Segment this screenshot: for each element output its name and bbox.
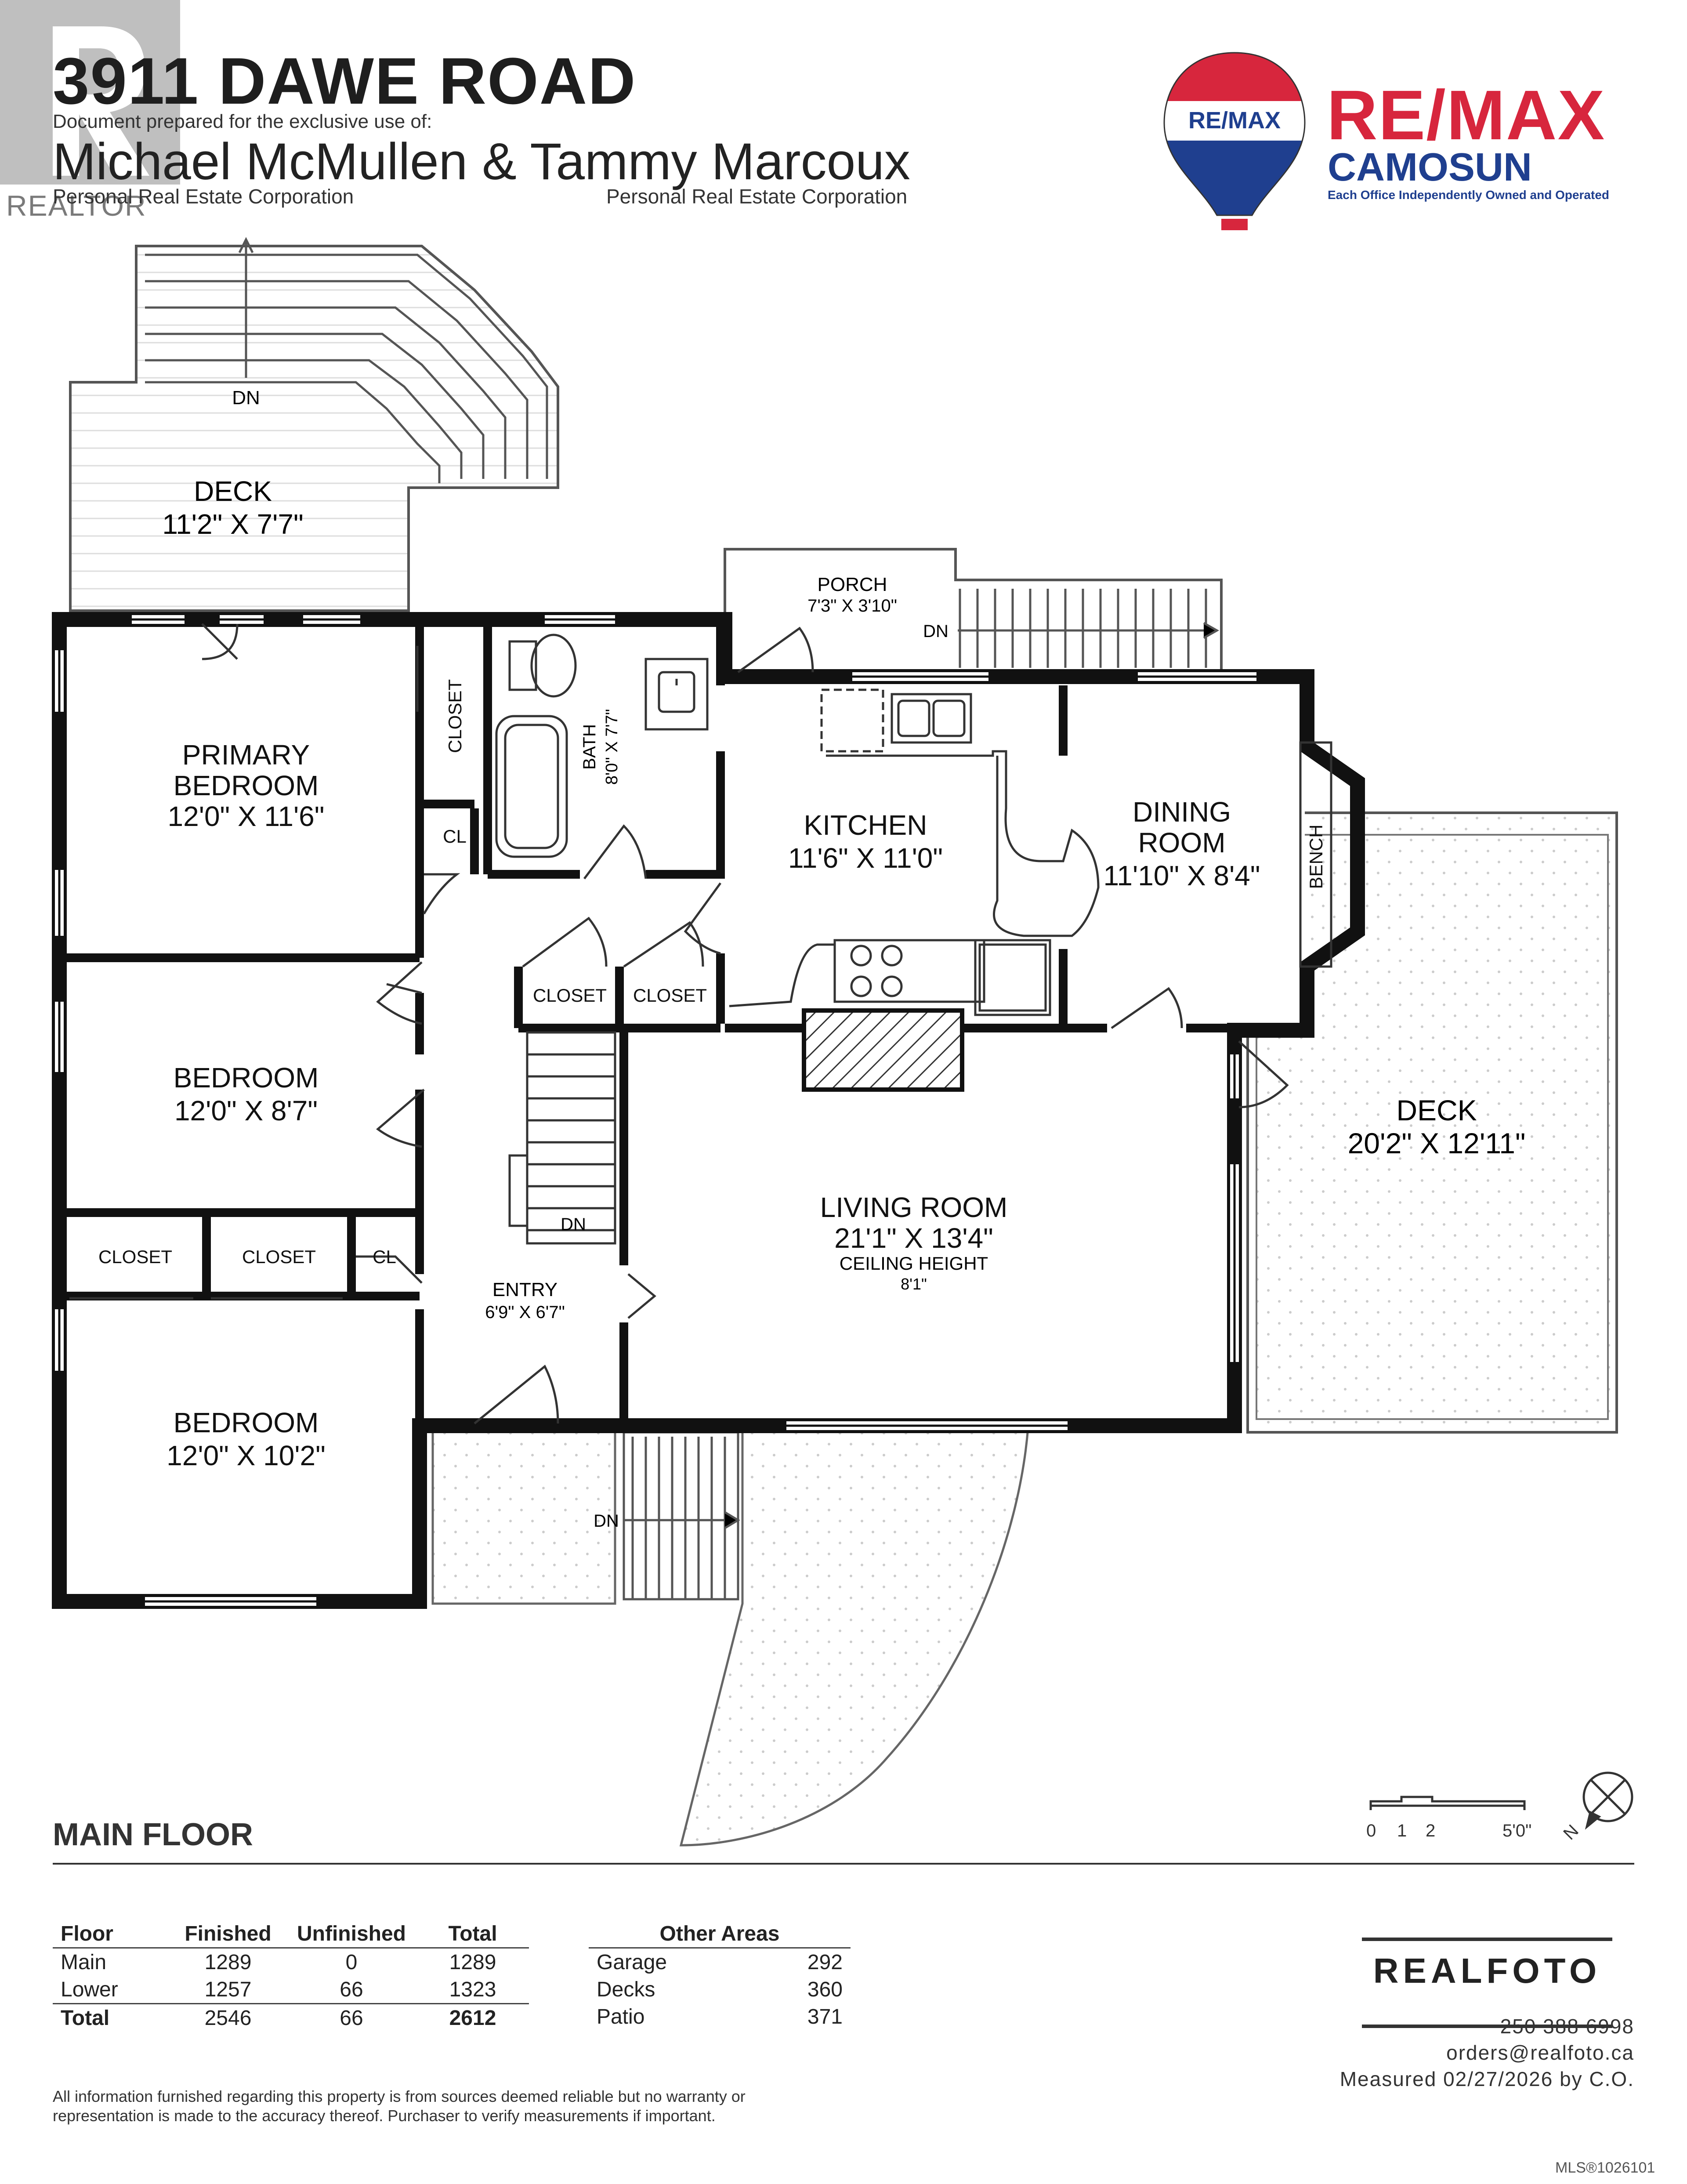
- north-label: N: [1560, 1821, 1582, 1844]
- realtor-logo: [0, 0, 180, 185]
- cl-bed3-label: CL: [373, 1246, 396, 1267]
- bedroom2-dims: 12'0" X 8'7": [174, 1095, 318, 1126]
- interior-stairs-dn: DN: [561, 1215, 586, 1234]
- property-address: 3911 DAWE ROAD: [53, 44, 637, 118]
- primary-bedroom-line2: BEDROOM: [174, 770, 319, 801]
- living-name: LIVING ROOM: [820, 1192, 1008, 1223]
- dining-line1: DINING: [1133, 796, 1231, 828]
- porch-name: PORCH: [818, 574, 887, 595]
- kitchen-name: KITCHEN: [804, 809, 927, 841]
- photographer-email: orders@realfoto.ca: [1446, 2041, 1634, 2064]
- realfoto-logo: REALFOTO: [1373, 1951, 1601, 1990]
- scale-tick-0: 0: [1366, 1821, 1376, 1840]
- dining-line2: ROOM: [1138, 827, 1225, 858]
- side-deck-dims: 20'2" X 12'11": [1348, 1127, 1526, 1159]
- realtor-wordmark: REALTOR: [6, 189, 147, 222]
- interior-stairs: [508, 1031, 616, 1245]
- upper-deck-dims: 11'2" X 7'7": [162, 508, 303, 540]
- scale-tick-2: 2: [1426, 1821, 1435, 1840]
- front-stairs: [623, 1431, 740, 1601]
- primary-bedroom-dims: 12'0" X 11'6": [168, 800, 325, 832]
- brokerage-office: CAMOSUN: [1328, 145, 1532, 189]
- floor-label: MAIN FLOOR: [53, 1817, 253, 1852]
- remax-balloon-logo: RE/MAX: [1163, 52, 1306, 230]
- bedroom2-name: BEDROOM: [174, 1062, 319, 1094]
- cl-primary-label: CL: [443, 826, 467, 847]
- closet-primary-label: CLOSET: [445, 679, 465, 753]
- realfoto-logo-frame: [1362, 1938, 1612, 2028]
- agent1-corporation: Personal Real Estate Corporation: [53, 185, 354, 208]
- area-header-total: Total: [448, 1922, 497, 1945]
- living-dims: 21'1" X 13'4": [834, 1222, 993, 1254]
- photographer-phone: 250 388 6998: [1500, 2015, 1634, 2038]
- brokerage-brand: RE/MAX: [1327, 76, 1606, 154]
- front-patio: DN: [431, 1427, 1029, 1847]
- measured-note: Measured 02/27/2026 by C.O.: [1339, 2068, 1634, 2090]
- scale-bar: [1369, 1796, 1526, 1810]
- porch-dn: DN: [923, 622, 948, 641]
- entry-dims: 6'9" X 6'7": [485, 1303, 565, 1322]
- agent-names: Michael McMullen & Tammy Marcoux: [53, 133, 910, 191]
- closet-bed3a-label: CLOSET: [98, 1246, 172, 1267]
- porch-stairs: [958, 589, 1220, 668]
- scale-tick-1: 1: [1397, 1821, 1407, 1840]
- side-deck: DECK 20'2" X 12'11": [1246, 811, 1618, 1434]
- entry-name: ENTRY: [492, 1279, 558, 1300]
- scale-tick-5ft: 5'0": [1502, 1821, 1531, 1840]
- dining-dims: 11'10" X 8'4": [1104, 860, 1260, 891]
- area-header-finished: Finished: [185, 1922, 272, 1945]
- bench-label: BENCH: [1306, 824, 1326, 889]
- porch: PORCH 7'3" X 3'10" DN: [724, 548, 1223, 674]
- bath-dims: 8'0" X 7'7": [603, 709, 621, 785]
- porch-dims: 7'3" X 3'10": [807, 596, 897, 616]
- side-deck-name: DECK: [1396, 1094, 1477, 1126]
- bedroom3-name: BEDROOM: [174, 1407, 319, 1438]
- interior-walls: [66, 619, 1230, 1419]
- upper-deck-dn: DN: [232, 387, 260, 409]
- separator-line: [53, 1863, 1634, 1865]
- fireplace: [802, 1008, 964, 1092]
- other-areas-header: Other Areas: [659, 1922, 780, 1945]
- closet-bed3b-label: CLOSET: [242, 1246, 316, 1267]
- bedroom3-dims: 12'0" X 10'2": [167, 1440, 326, 1471]
- area-header-floor: Floor: [61, 1922, 113, 1945]
- kitchen-dims: 11'6" X 11'0": [788, 842, 943, 874]
- closet-hall1-label: CLOSET: [533, 985, 607, 1006]
- doors: [201, 623, 1289, 1424]
- fixtures: [69, 634, 1332, 1300]
- window-lines: [58, 618, 1256, 1603]
- upper-deck-stairs: [145, 237, 548, 483]
- mls-number: MLS®1026101: [1555, 2159, 1655, 2176]
- brokerage-tagline: Each Office Independently Owned and Oper…: [1328, 188, 1610, 202]
- agent2-corporation: Personal Real Estate Corporation: [606, 185, 908, 208]
- front-stairs-dn: DN: [594, 1511, 619, 1531]
- upper-deck: DN DECK 11'2" X 7'7": [69, 237, 559, 612]
- prepared-for-note: Document prepared for the exclusive use …: [53, 111, 432, 132]
- living-ceiling-label: CEILING HEIGHT: [840, 1253, 988, 1274]
- upper-deck-name: DECK: [194, 475, 272, 507]
- primary-bedroom-line1: PRIMARY: [182, 739, 310, 771]
- closet-hall2-label: CLOSET: [633, 985, 707, 1006]
- area-header-unfinished: Unfinished: [297, 1922, 406, 1945]
- disclaimer: All information furnished regarding this…: [53, 2087, 746, 2125]
- north-arrow-icon: [1582, 1771, 1633, 1830]
- living-ceiling-height: 8'1": [901, 1275, 927, 1293]
- bath-name: BATH: [580, 724, 599, 770]
- balloon-text: RE/MAX: [1188, 107, 1281, 134]
